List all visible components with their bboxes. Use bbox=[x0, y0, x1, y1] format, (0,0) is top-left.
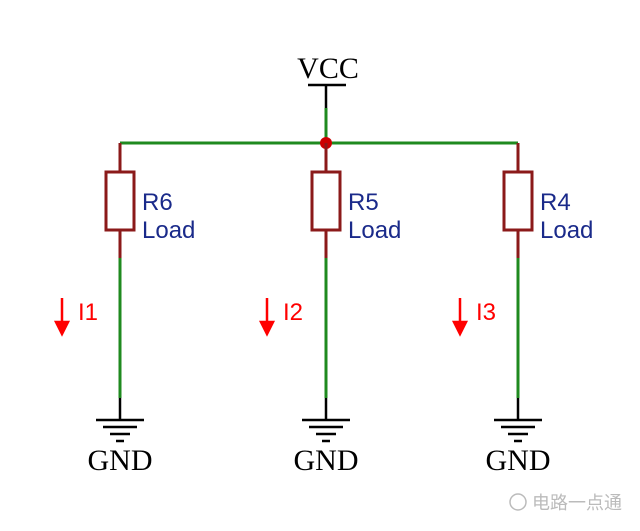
gnd-label-2: GND bbox=[294, 444, 359, 477]
i2-label: I2 bbox=[283, 299, 303, 326]
gnd-label-1: GND bbox=[88, 444, 153, 477]
watermark: 电路一点通 bbox=[509, 493, 622, 514]
branch-r4: R4 Load I3 GND bbox=[451, 143, 593, 477]
gnd-symbol-1 bbox=[96, 398, 144, 443]
r6-type-label: Load bbox=[142, 217, 195, 244]
watermark-text: 电路一点通 bbox=[532, 493, 622, 514]
r4-resistor bbox=[502, 170, 534, 232]
r4-type-label: Load bbox=[540, 217, 593, 244]
wechat-icon bbox=[509, 493, 527, 511]
r5-label: R5 bbox=[348, 189, 379, 216]
i3-label: I3 bbox=[476, 299, 496, 326]
gnd-symbol-3 bbox=[494, 398, 542, 443]
r6-label: R6 bbox=[142, 189, 173, 216]
r4-label: R4 bbox=[540, 189, 571, 216]
gnd-label-3: GND bbox=[486, 444, 551, 477]
i3-arrow-head bbox=[451, 320, 469, 337]
r5-type-label: Load bbox=[348, 217, 401, 244]
gnd-symbol-2 bbox=[302, 398, 350, 443]
vcc-label: VCC bbox=[297, 52, 359, 85]
branch-r6: R6 Load I1 GND bbox=[53, 143, 195, 477]
i1-label: I1 bbox=[78, 299, 98, 326]
i2-arrow-head bbox=[258, 320, 276, 337]
r6-resistor bbox=[104, 170, 136, 232]
r5-resistor bbox=[310, 170, 342, 232]
i1-arrow-head bbox=[53, 320, 71, 337]
branch-r5: R5 Load I2 GND bbox=[258, 143, 401, 477]
